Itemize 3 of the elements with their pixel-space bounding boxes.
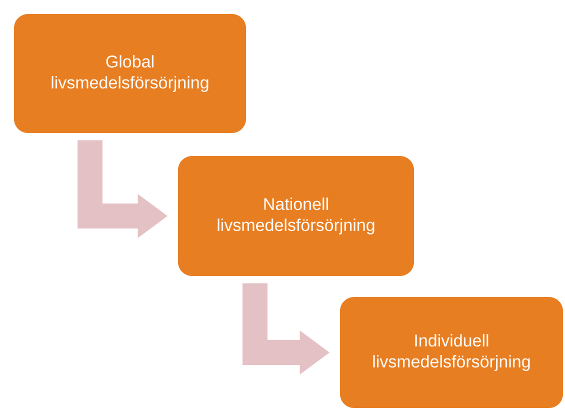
process-box: Global livsmedelsförsörjning — [14, 14, 246, 133]
process-box: Nationell livsmedelsförsörjning — [178, 156, 414, 276]
process-box: Individuell livsmedelsförsörjning — [340, 297, 563, 408]
